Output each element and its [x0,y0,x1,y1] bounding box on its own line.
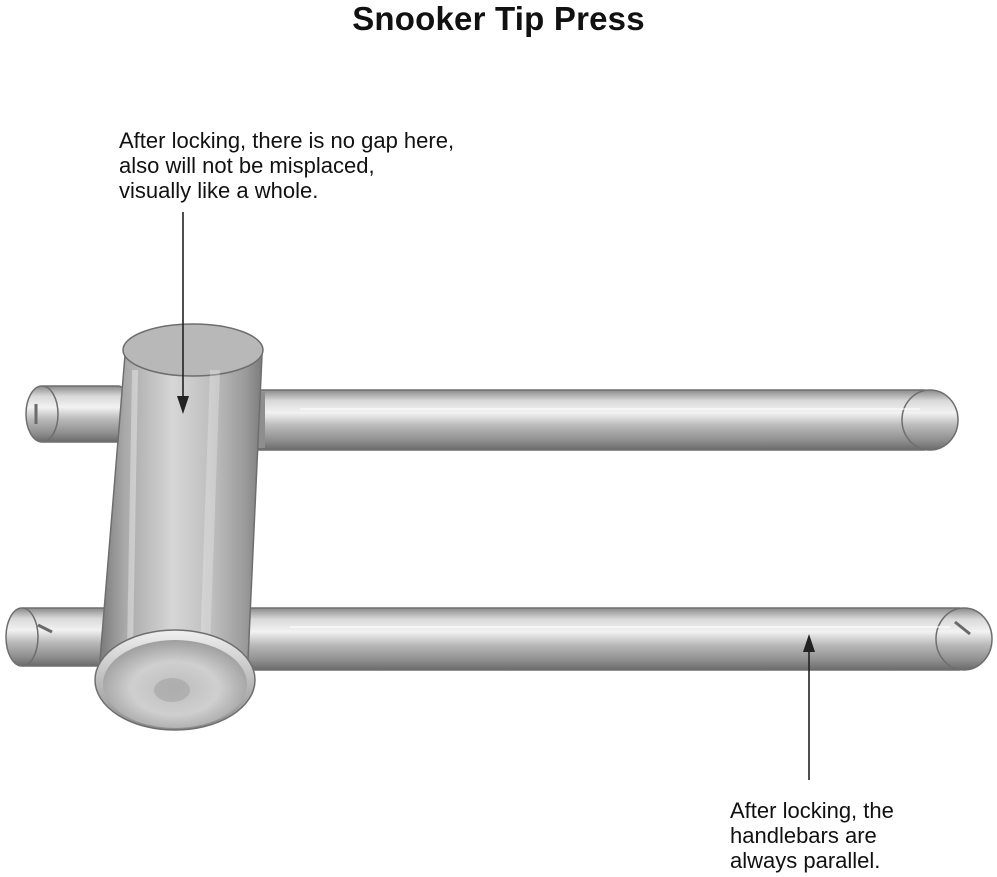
lower-handlebar [239,607,993,671]
press-cylinder [99,323,264,661]
upper-stub [25,385,125,443]
page-title: Snooker Tip Press [352,0,645,37]
bottom-annotation-line-1: After locking, the [730,798,894,823]
top-annotation-line-2: also will not be misplaced, [119,153,375,178]
top-annotation-line-1: After locking, there is no gap here, [119,128,455,153]
bottom-annotation: After locking, the handlebars are always… [730,798,894,873]
bottom-annotation-line-3: always parallel. [730,848,881,873]
top-arrowhead [177,396,189,414]
top-annotation: After locking, there is no gap here, als… [119,128,454,203]
bottom-arrowhead [803,634,815,652]
press-end-cap [94,629,256,731]
lower-stub [5,607,115,667]
top-annotation-line-3: visually like a whole. [119,178,319,203]
bottom-annotation-line-2: handlebars are [730,823,877,848]
upper-handlebar [245,389,959,451]
